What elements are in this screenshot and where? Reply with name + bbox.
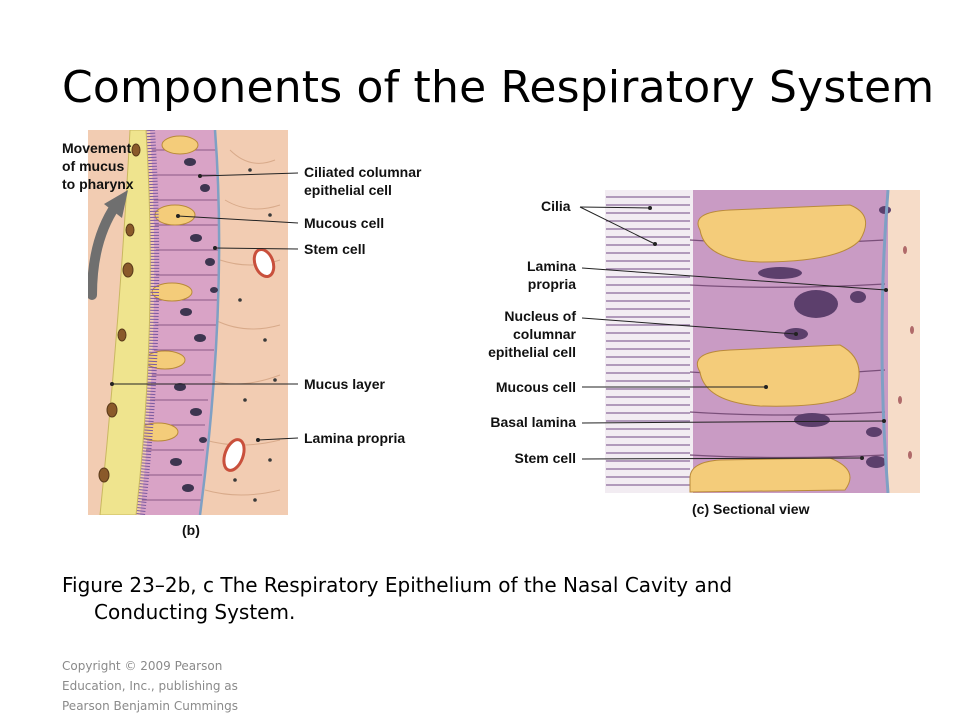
label-ciliated-columnar-cell: epithelial cell xyxy=(304,182,392,198)
blood-vessel xyxy=(222,438,246,472)
slide-title: Components of the Respiratory System xyxy=(62,62,935,113)
label-lamina-propria: Lamina propria xyxy=(304,430,405,446)
label-mucous-cell: Mucous cell xyxy=(304,215,384,231)
label-nucleus-columnar-cell: epithelial cell xyxy=(488,344,576,360)
blood-vessel xyxy=(252,247,276,279)
label-movement-of-mucus: Movement xyxy=(62,140,132,156)
label-cilia: Cilia xyxy=(541,198,571,214)
figure-c-illustration xyxy=(605,190,920,493)
label-lamina-propria-c: Lamina xyxy=(527,258,576,274)
label-mucus-layer: Mucus layer xyxy=(304,376,385,392)
figure-caption: Figure 23–2b, c The Respiratory Epitheli… xyxy=(62,572,862,626)
copyright-line-2: Education, Inc., publishing as xyxy=(62,679,238,693)
label-basal-lamina: Basal lamina xyxy=(490,414,576,430)
label-movement-of-mucus: to pharynx xyxy=(62,176,134,192)
label-stem-cell: Stem cell xyxy=(304,241,365,257)
copyright-notice: Copyright © 2009 Pearson Education, Inc.… xyxy=(62,656,282,716)
panel-label-c: (c) Sectional view xyxy=(692,501,810,517)
figure-b-illustration xyxy=(88,130,288,515)
label-ciliated-columnar-cell: Ciliated columnar xyxy=(304,164,422,180)
label-nucleus-columnar-cell: Nucleus of xyxy=(504,308,576,324)
label-stem-cell-c: Stem cell xyxy=(515,450,576,466)
copyright-line-1: Copyright © 2009 Pearson xyxy=(62,659,223,673)
copyright-line-3: Pearson Benjamin Cummings xyxy=(62,699,239,713)
figure-illustration: Movement of mucus to pharynx Ciliated co… xyxy=(62,130,920,538)
caption-line-1: Figure 23–2b, c The Respiratory Epitheli… xyxy=(62,573,733,597)
label-movement-of-mucus: of mucus xyxy=(62,158,124,174)
panel-label-b: (b) xyxy=(182,522,200,538)
caption-line-2: Conducting System. xyxy=(94,600,296,624)
label-lamina-propria-c: propria xyxy=(528,276,576,292)
label-mucous-cell-c: Mucous cell xyxy=(496,379,576,395)
label-nucleus-columnar-cell: columnar xyxy=(513,326,577,342)
